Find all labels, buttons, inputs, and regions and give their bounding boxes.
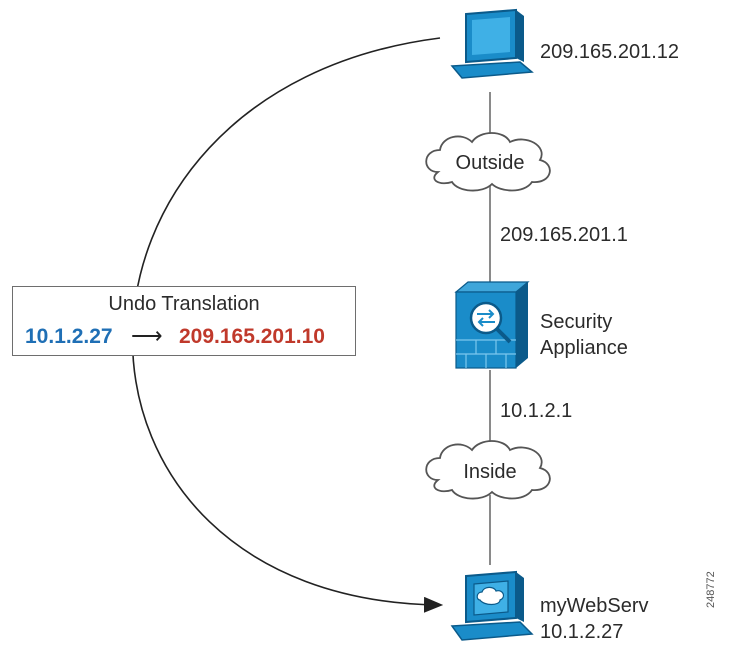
outside-interface-ip: 209.165.201.1 (500, 224, 628, 246)
inside-cloud-label: Inside (463, 461, 517, 483)
translation-title: Undo Translation (108, 293, 260, 315)
outside-host-computer-icon (450, 8, 534, 79)
translation-arrow-icon: ⟶ (131, 323, 163, 348)
translation-destination-ip: 209.165.201.10 (179, 325, 325, 348)
appliance-label-line1: Security (540, 311, 613, 333)
web-server-ip: 10.1.2.27 (540, 621, 624, 643)
inside-cloud-icon (425, 440, 551, 500)
web-server-icon (450, 570, 534, 641)
outside-cloud-label: Outside (455, 152, 525, 174)
security-appliance-icon (454, 281, 530, 369)
outside-host-ip: 209.165.201.12 (540, 41, 680, 63)
translation-source-ip: 10.1.2.27 (25, 325, 113, 348)
outside-cloud-icon (425, 132, 551, 192)
web-server-name: myWebServ (540, 595, 649, 617)
appliance-label-line2: Appliance (540, 337, 628, 359)
undo-translation-box: Undo Translation 10.1.2.27 ⟶ 209.165.201… (12, 286, 356, 356)
figure-id: 248772 (705, 571, 717, 608)
inside-interface-ip: 10.1.2.1 (500, 400, 573, 422)
